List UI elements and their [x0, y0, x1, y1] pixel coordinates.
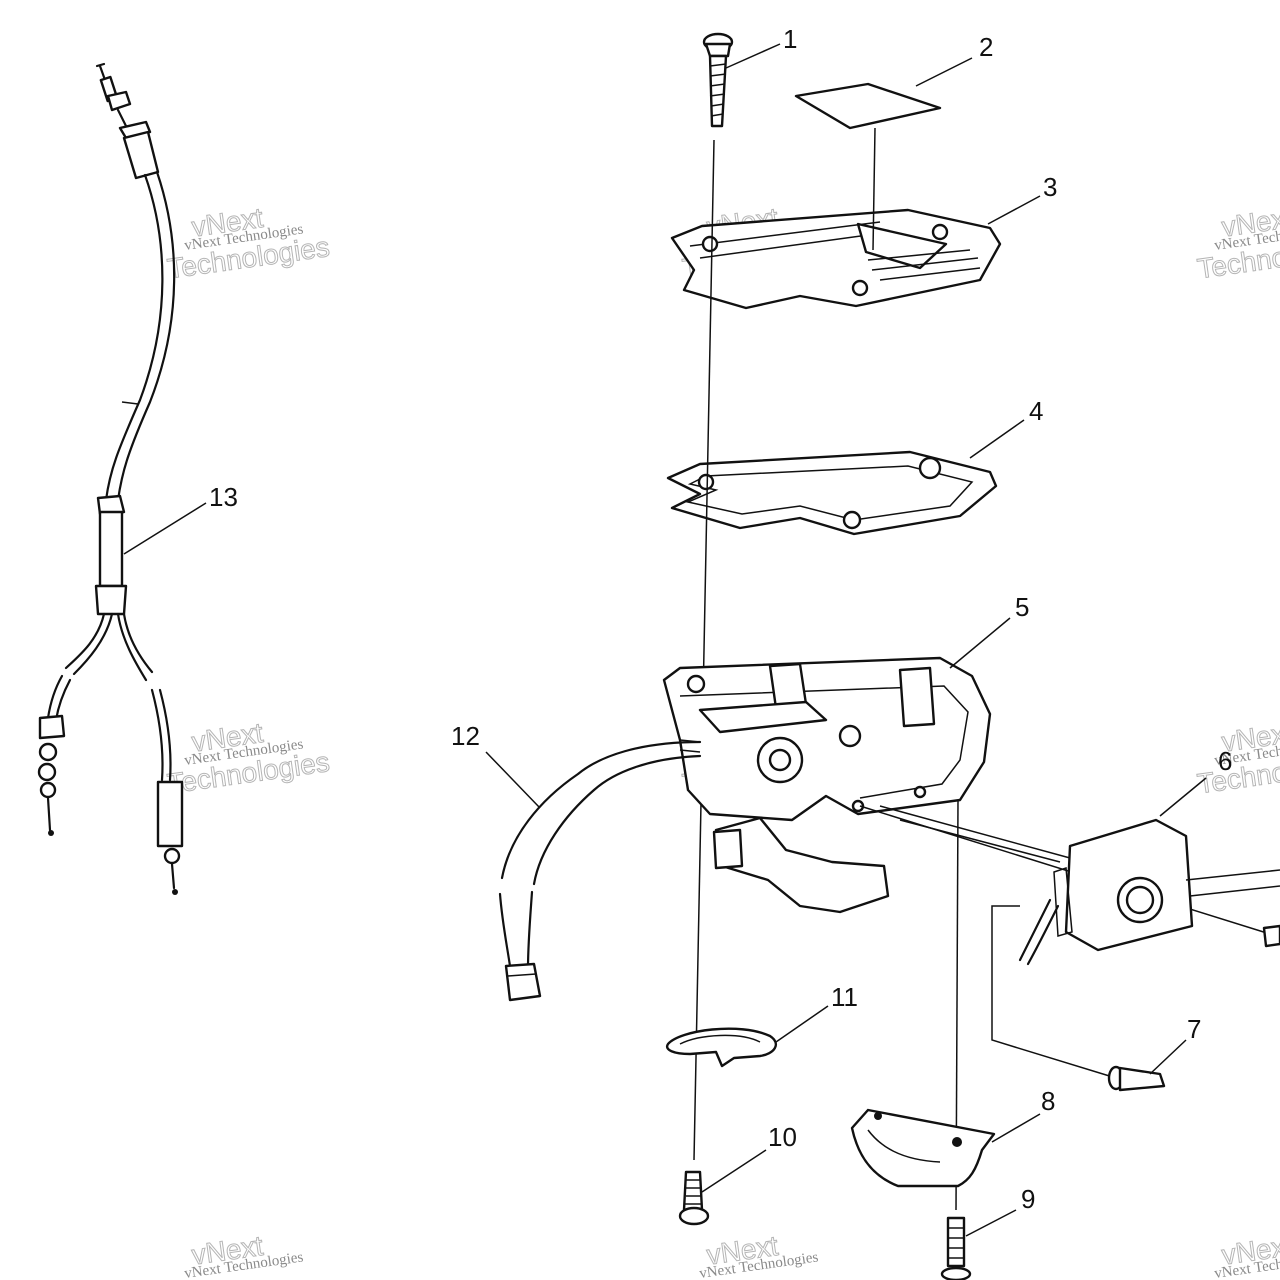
part-10-screw: [678, 1149, 767, 1226]
part-7-bulb: [1107, 1039, 1187, 1092]
part-4-gasket: [666, 419, 1025, 536]
part-12-wire-harness: [485, 739, 702, 1002]
guide-line: [693, 139, 715, 1161]
callout-1: 1: [783, 24, 797, 54]
part-11-clip: [665, 1005, 829, 1068]
callout-4: 4: [1029, 396, 1043, 426]
guide-line: [872, 127, 876, 251]
part-2-decal: [794, 57, 973, 130]
callout-2: 2: [979, 32, 993, 62]
callout-3: 3: [1043, 172, 1057, 202]
part-6-switch-box: [859, 777, 1280, 1079]
callout-10: 10: [768, 1122, 797, 1152]
callout-labels: 1 2 3 4 5 6 7 8 9 10 11 12 13: [209, 24, 1232, 1214]
watermark: vNext vNext Technologies: [698, 1229, 819, 1280]
callout-5: 5: [1015, 592, 1029, 622]
callout-6: 6: [1218, 746, 1232, 776]
part-8-clamp: [850, 1108, 1041, 1188]
part-9-screw: [940, 1209, 1017, 1280]
callout-8: 8: [1041, 1086, 1055, 1116]
callout-12: 12: [451, 721, 480, 751]
callout-9: 9: [1021, 1184, 1035, 1214]
callout-13: 13: [209, 482, 238, 512]
watermark: vNext vNext Technologies: [183, 1229, 304, 1280]
part-5-housing: [662, 617, 1011, 914]
watermark: vNext vNext Technologies Technologies: [165, 201, 332, 284]
watermark: vNext vNext Technologies Technologies: [165, 716, 332, 799]
part-1-screw: [702, 32, 781, 128]
watermark: vNext vNext Technologies Technologies: [1195, 716, 1280, 799]
part-13-throttle-cable: [37, 62, 207, 895]
part-3-cover: [670, 195, 1041, 310]
callout-11: 11: [831, 982, 858, 1012]
watermark: vNext vNext Technologies: [1213, 1229, 1280, 1280]
callout-7: 7: [1187, 1014, 1201, 1044]
watermark: vNext vNext Technologies Technologies: [1195, 201, 1280, 284]
